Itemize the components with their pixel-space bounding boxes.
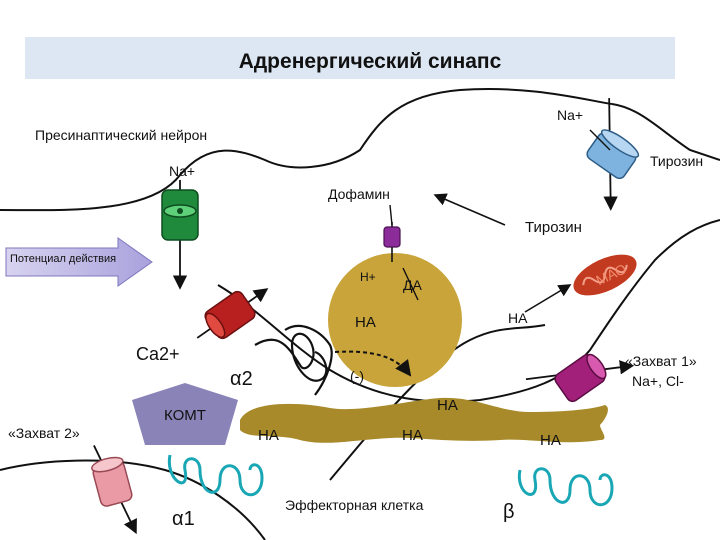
komt-label: КОМТ xyxy=(164,407,206,424)
h-plus-label: H+ xyxy=(360,270,376,284)
title-band xyxy=(25,37,675,79)
action-potential-label: Потенциал действия xyxy=(10,253,116,265)
na-effector-label: НА xyxy=(258,427,279,444)
uptake1-ions-label: Na+, Cl- xyxy=(632,373,684,389)
receptor-icon xyxy=(254,332,328,382)
arrow-icon xyxy=(524,284,572,313)
postsynaptic-membrane xyxy=(0,459,266,540)
na-effector-label: НА xyxy=(402,427,423,444)
na-left-label: Na+ xyxy=(169,163,195,179)
transporter-icon xyxy=(586,98,640,211)
receptor-icon xyxy=(167,454,264,497)
transporter-icon xyxy=(383,222,401,262)
alpha1-label: α1 xyxy=(172,508,195,530)
da-label: ДА xyxy=(403,277,422,293)
tyrosine-center-label: Тирозин xyxy=(525,219,582,236)
uptake2-label: «Захват 2» xyxy=(8,425,80,441)
page-title: Адренергический синапс xyxy=(239,50,502,73)
dopamine-label: Дофамин xyxy=(328,186,390,202)
arrow-icon xyxy=(402,267,419,301)
komt-shape xyxy=(132,383,238,445)
mitochondrion-icon xyxy=(573,254,637,296)
arrow-icon xyxy=(5,237,153,287)
presynaptic-label: Пресинаптический нейрон xyxy=(35,127,207,143)
na-effector-label: НА xyxy=(437,397,458,414)
arrow-icon xyxy=(433,193,506,226)
arrow-icon xyxy=(589,129,611,151)
na-right-label: НА xyxy=(508,310,528,326)
arrow-icon xyxy=(334,350,412,377)
na-vesicle-label: НА xyxy=(355,314,376,331)
receptor-icon xyxy=(517,467,614,507)
channel-icon xyxy=(196,288,269,340)
vesicle xyxy=(328,253,462,387)
effector-cell xyxy=(240,397,608,443)
na-effector-label: НА xyxy=(540,432,561,449)
alpha2-label: α2 xyxy=(230,368,253,390)
arrow-icon xyxy=(389,204,393,226)
receptor-icon xyxy=(284,324,333,396)
minus-label: (-) xyxy=(350,368,364,384)
tyrosine-right-label: Тирозин xyxy=(650,153,703,169)
beta-label: β xyxy=(503,501,515,523)
channel-icon xyxy=(161,180,199,290)
effector-cell-label: Эффекторная клетка xyxy=(285,497,424,513)
uptake1-label: «Захват 1» xyxy=(625,353,697,369)
ca-label: Ca2+ xyxy=(136,344,180,364)
transporter-icon xyxy=(525,353,635,403)
transporter-icon xyxy=(91,445,137,535)
na-top-right-label: Na+ xyxy=(557,107,583,123)
